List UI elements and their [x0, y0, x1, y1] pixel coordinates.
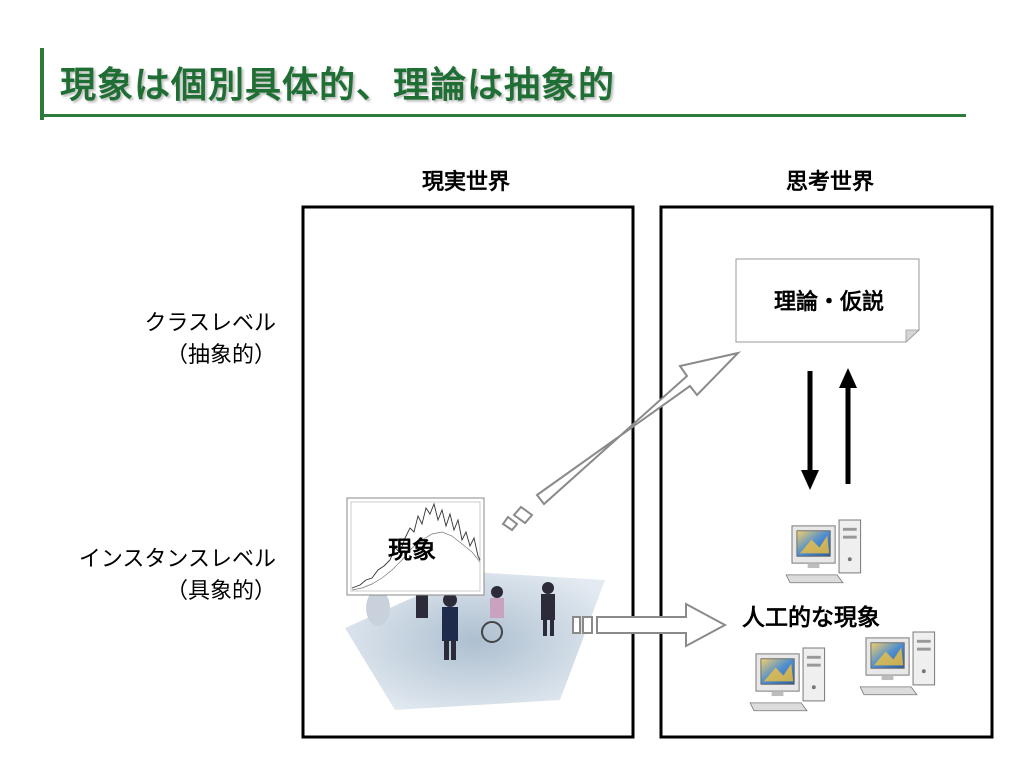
down-arrow: [801, 371, 819, 490]
class-level-line2: （抽象的）: [165, 343, 276, 368]
theory-hypothesis-label: 理論・仮説: [773, 290, 884, 315]
people-photo: [345, 572, 605, 710]
thought-world-frame: [659, 205, 994, 739]
computer-icon: [859, 631, 936, 696]
title-bar: 現象は個別具体的、理論は抽象的: [40, 48, 966, 120]
class-level-label: クラスレベル （抽象的）: [144, 308, 276, 372]
instance-level-line2: （具象的）: [165, 579, 276, 604]
computer-icon: [785, 519, 862, 584]
phenomenon-label: 現象: [388, 536, 436, 564]
artificial-phenomenon-label: 人工的な現象: [742, 605, 880, 631]
slide-title: 現象は個別具体的、理論は抽象的: [60, 65, 616, 106]
real-world-frame: [301, 205, 635, 739]
real-world-header: 現実世界: [421, 170, 510, 195]
title-underline: [40, 114, 966, 117]
title-accent-bar: [40, 48, 44, 120]
class-level-line1: クラスレベル: [144, 311, 276, 336]
theory-note: [735, 258, 921, 343]
instance-level-line1: インスタンスレベル: [78, 547, 276, 572]
phenomenon-chart-image: [346, 497, 485, 596]
instance-level-label: インスタンスレベル （具象的）: [79, 544, 276, 608]
up-arrow: [839, 368, 857, 484]
abstraction-arrow: [501, 351, 742, 532]
thought-world-header: 思考世界: [785, 170, 874, 195]
simulation-arrow: [572, 602, 728, 648]
computer-icon: [749, 647, 826, 712]
